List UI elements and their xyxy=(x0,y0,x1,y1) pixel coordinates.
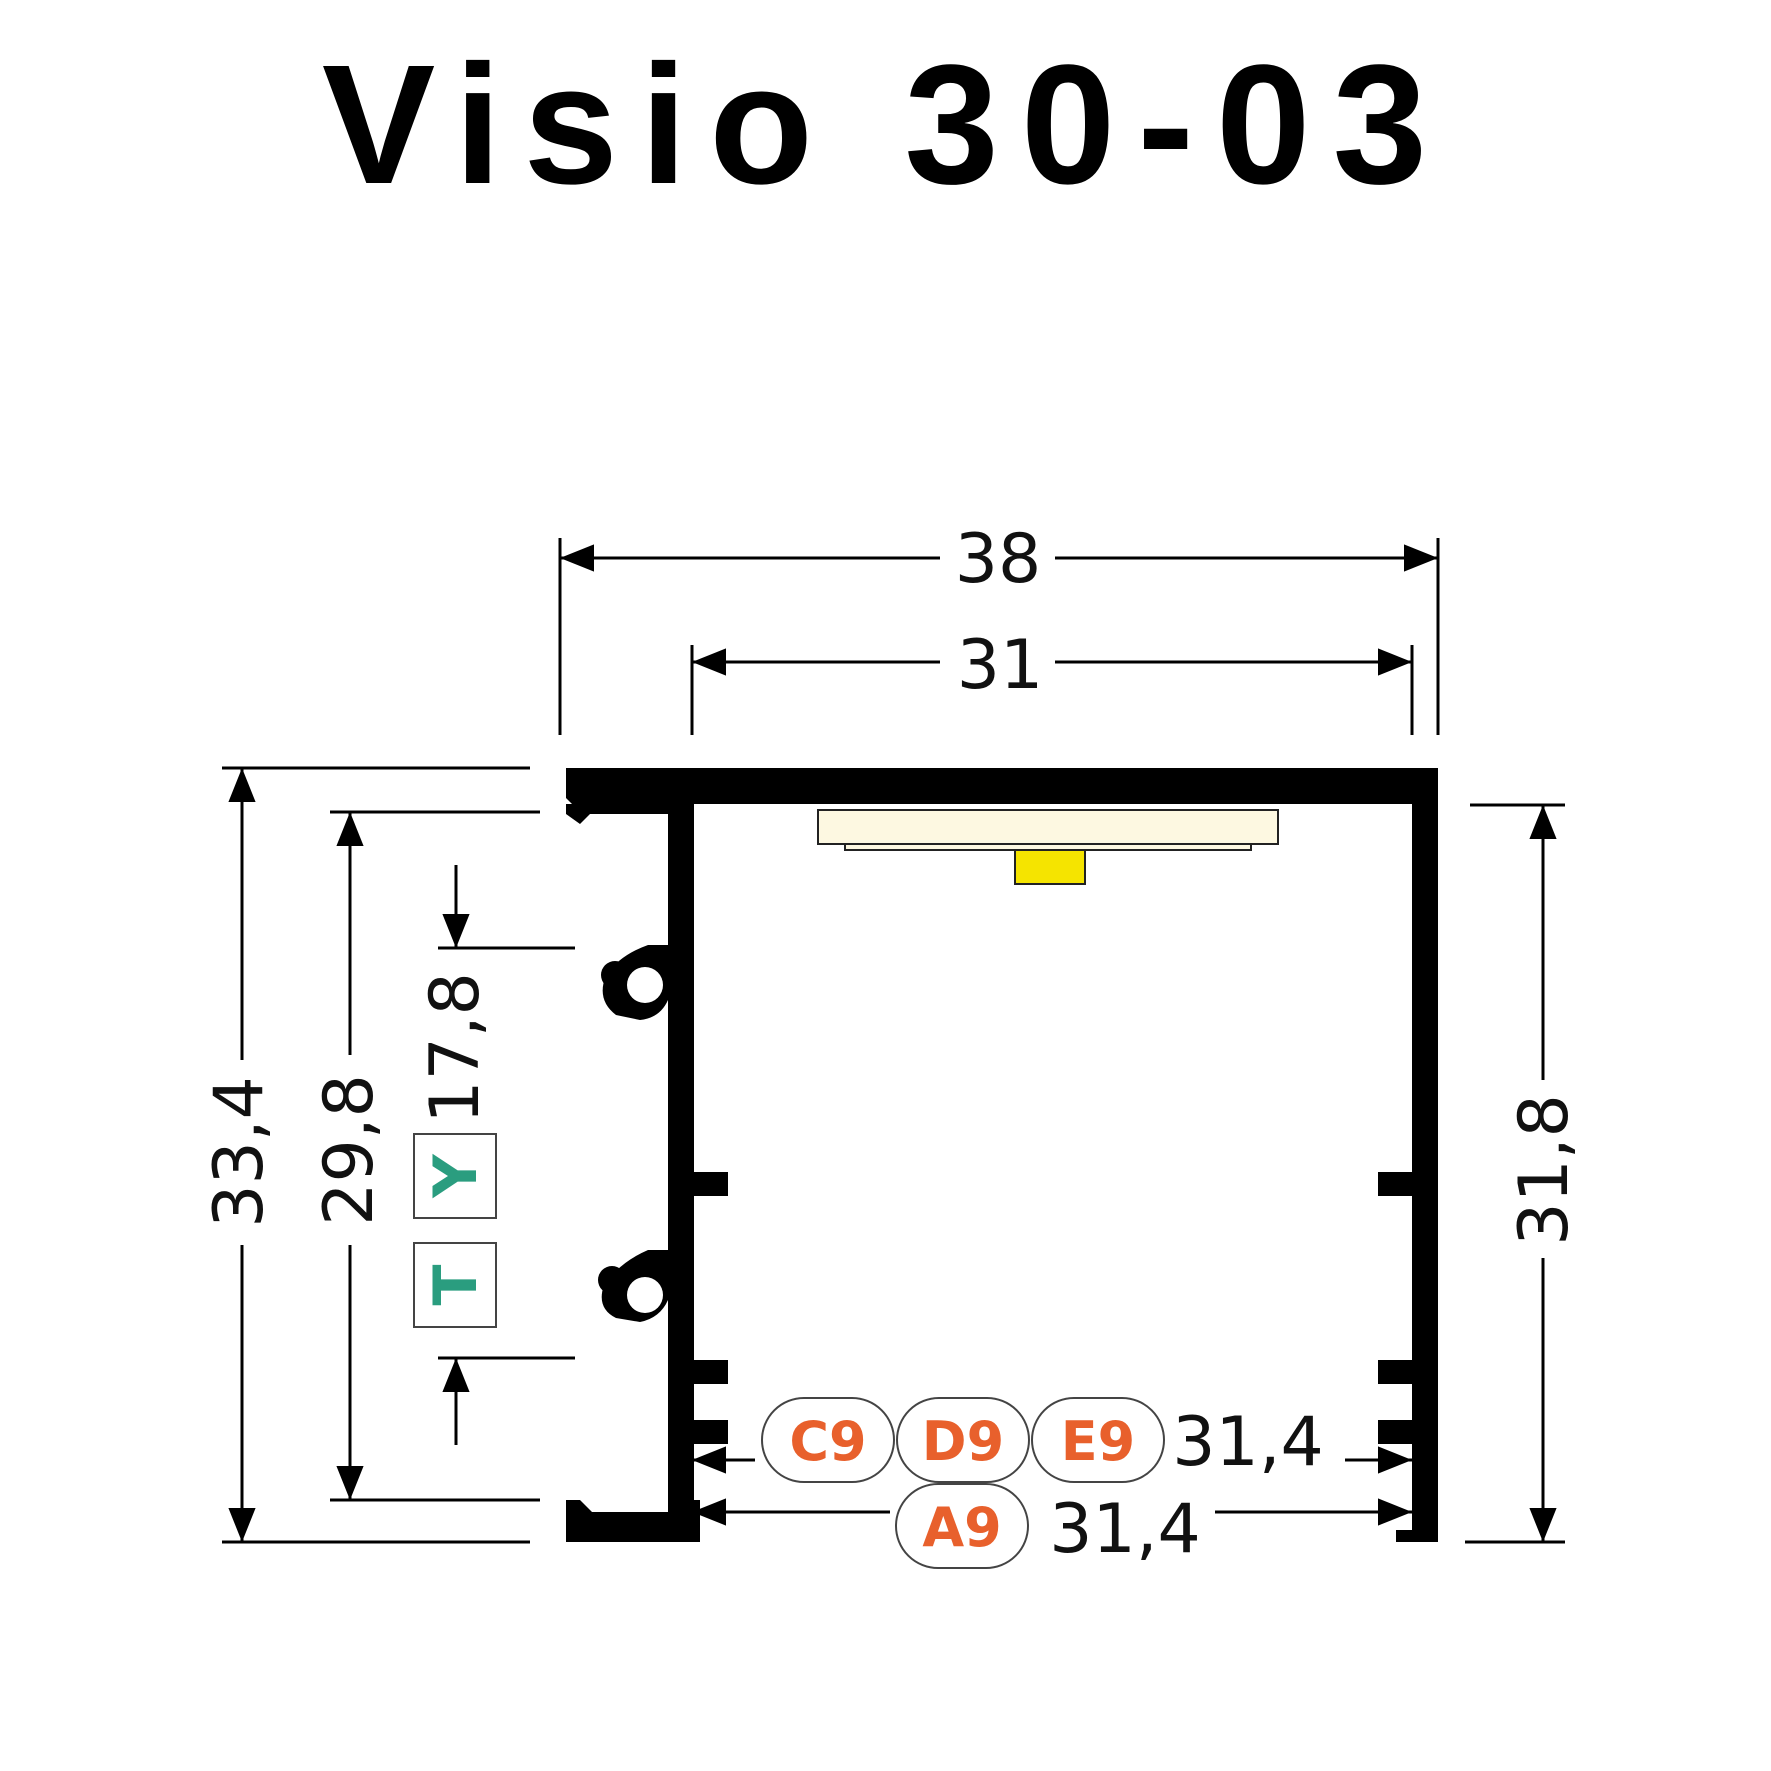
cover-code-e9: E9 xyxy=(1031,1397,1165,1483)
led-chip xyxy=(1014,849,1086,885)
dimension-lines xyxy=(222,538,1565,1544)
cover-code-d9: D9 xyxy=(896,1397,1030,1483)
mount-code-t: T xyxy=(413,1242,497,1328)
dim-slot-height: 17,8 xyxy=(416,972,495,1123)
dim-total-height: 33,4 xyxy=(200,1076,279,1227)
cover-code-d9-label: D9 xyxy=(922,1410,1004,1473)
cover-code-c9-label: C9 xyxy=(789,1410,866,1473)
cover-code-c9: C9 xyxy=(761,1397,895,1483)
cover-code-a9-label: A9 xyxy=(922,1496,1001,1559)
dim-inner-height: 29,8 xyxy=(310,1074,389,1225)
dim-right-height: 31,8 xyxy=(1505,1094,1584,1245)
mount-code-y: Y xyxy=(413,1133,497,1219)
cover-code-e9-label: E9 xyxy=(1061,1410,1135,1473)
cover-code-a9: A9 xyxy=(895,1483,1029,1569)
mount-code-y-label: Y xyxy=(421,1153,491,1199)
dim-cover-width-upper: 31,4 xyxy=(1172,1403,1323,1482)
dim-outer-width: 38 xyxy=(955,520,1042,599)
led-strip xyxy=(817,809,1279,845)
page-title: Visio 30-03 xyxy=(321,30,1450,220)
profile-inner-hollows xyxy=(627,967,663,1313)
mount-code-t-label: T xyxy=(421,1264,491,1305)
dim-inner-width: 31 xyxy=(957,626,1044,705)
dim-cover-width-lower: 31,4 xyxy=(1049,1490,1200,1569)
